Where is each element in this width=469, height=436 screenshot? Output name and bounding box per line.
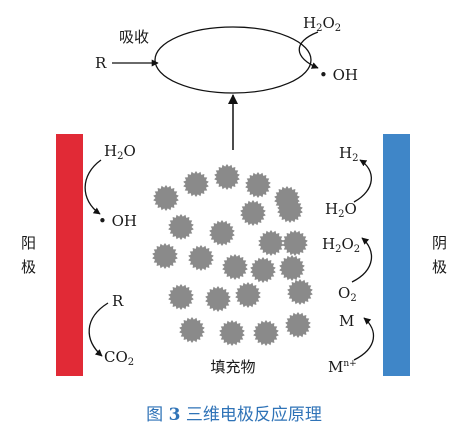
cathode-electrode xyxy=(383,134,410,376)
caption-text: 三维电极反应原理 xyxy=(180,405,321,425)
absorption-ellipse xyxy=(154,26,312,94)
packing-particle xyxy=(209,220,235,246)
arrow-r-to-co2 xyxy=(88,302,109,357)
packing-particle xyxy=(277,197,303,223)
arrow-mn-to-m xyxy=(353,317,374,361)
packing-particle xyxy=(285,312,311,338)
packing-particle xyxy=(279,255,305,281)
label-co2: CO2 xyxy=(104,348,134,368)
figure-caption: 图 3 三维电极反应原理 xyxy=(146,405,322,425)
packing-particle xyxy=(179,317,205,343)
label-m: M xyxy=(339,312,354,330)
packing-particle xyxy=(222,254,248,280)
arrow-h2o-to-h2 xyxy=(353,159,372,203)
packing-particle xyxy=(153,185,179,211)
label-h2o-left: H2O xyxy=(104,142,136,162)
packing-particle xyxy=(250,257,276,283)
packing-particle xyxy=(245,172,271,198)
arrow-o2-to-h2o2 xyxy=(351,237,373,283)
arrow-h2o2-to-oh-top xyxy=(298,31,319,69)
packing-particle xyxy=(214,164,240,190)
packing-particle xyxy=(188,245,214,271)
anode-label-char1: 阳 xyxy=(21,234,36,252)
label-packing: 填充物 xyxy=(210,358,255,376)
caption-prefix: 图 xyxy=(146,405,168,425)
cathode-label-char1: 阴 xyxy=(432,234,447,252)
packing-particle xyxy=(258,230,284,256)
label-absorb: 吸收 xyxy=(119,28,149,46)
caption-number: 3 xyxy=(169,405,181,425)
packing-particle xyxy=(253,320,279,346)
packing-particle xyxy=(205,286,231,312)
label-h2o2-top: H2O2 xyxy=(303,14,341,34)
anode-electrode xyxy=(56,134,83,376)
packing-particle xyxy=(168,214,194,240)
packing-particle xyxy=(219,320,245,346)
packing-particle xyxy=(240,200,266,226)
label-mn: Mn+ xyxy=(328,358,357,376)
label-o2: O2 xyxy=(338,284,357,304)
packing-particle xyxy=(152,243,178,269)
label-r-in: R xyxy=(95,54,107,72)
label-oh-top: • OH xyxy=(319,66,358,84)
arrow-h2o-to-oh-left xyxy=(84,159,102,215)
label-r-left: R xyxy=(112,292,124,310)
packing-particles xyxy=(152,164,313,346)
packing-particle xyxy=(287,279,313,305)
packing-particle xyxy=(235,282,261,308)
cathode-label-char2: 极 xyxy=(432,258,447,276)
packing-particle xyxy=(168,284,194,310)
label-h2: H2 xyxy=(339,144,358,164)
packing-particle xyxy=(183,171,209,197)
packing-particle xyxy=(282,230,308,256)
label-h2o-right: H2O xyxy=(325,200,357,220)
anode-label-char2: 极 xyxy=(21,258,36,276)
label-oh-left: • OH xyxy=(98,212,137,230)
label-h2o2-right: H2O2 xyxy=(322,235,360,255)
